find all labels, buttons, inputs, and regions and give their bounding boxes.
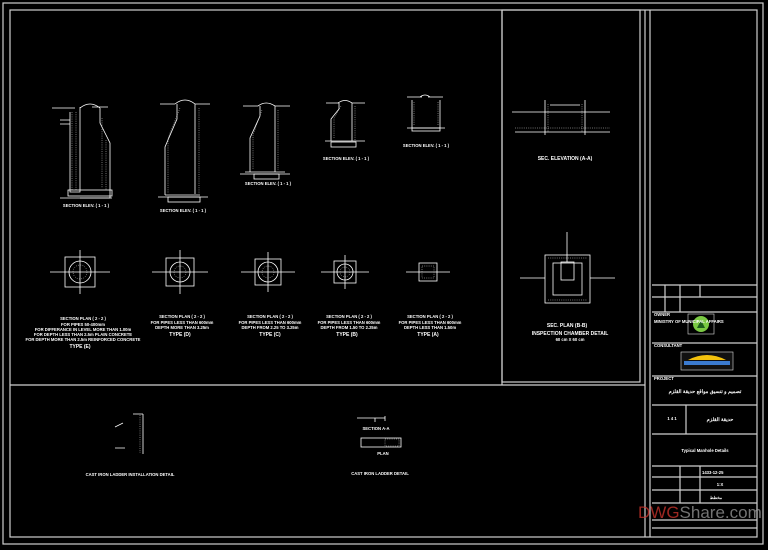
plan-caption-a: SECTION PLAN ( 2 - 2 ) FOR PIPES LESS TH… [399,314,462,338]
plan-title: SECTION PLAN ( 2 - 2 ) [60,316,106,321]
watermark-part1: DWG [638,503,680,522]
chamber-size: 60 cm X 60 cm [556,337,585,342]
manhole-section-type-a [407,94,445,132]
section-title: SECTION ELEV. ( 1 - 1 ) [323,156,370,161]
inspection-panel [501,9,641,383]
plan-type: TYPE (E) [69,344,90,350]
consultant-logo-sun [688,355,726,360]
project-label: PROJECT [654,376,674,381]
plan-note: FOR DEPTH MORE THAN 2.5m REINFORCED CONC… [26,337,141,342]
ladder-plan-label: PLAN [377,451,388,456]
outer-border [2,2,764,545]
plan-type: TYPE (A) [417,332,439,338]
owner-label: OWNER [654,312,670,317]
section-title: SECTION ELEV. ( 1 - 1 ) [63,203,110,208]
elevation-title: SEC. ELEVATION (A-A) [538,156,593,162]
section-title: SECTION ELEV. ( 1 - 1 ) [403,143,450,148]
plan-note: FOR DIFFERANCE IN LEVEL MORE THAN 1.00m [35,327,132,332]
plan-caption-d: SECTION PLAN ( 2 - 2 ) FOR PIPES LESS TH… [151,314,214,338]
plan-note: DEPTH FROM 2.25 TO 3.25m [242,325,299,330]
plan-type: TYPE (C) [259,332,281,338]
plan-note: FOR PIPES LESS THAN 600mm [239,320,302,325]
consultant-logo-band [684,361,730,365]
manhole-plan-type-b [321,255,369,289]
plan-title: SECTION PLAN ( 2 - 2 ) [159,314,205,319]
plan-type: TYPE (D) [169,332,191,338]
manhole-section-type-b [325,100,365,148]
plan-title: SEC. PLAN (B-B) [547,323,588,329]
manhole-plan-type-d [152,250,208,294]
ladder-detail-title: CAST IRON LADDER DETAIL [351,471,409,476]
owner-logo-mark [697,320,705,328]
plan-caption-e: SECTION PLAN ( 2 - 2 ) FOR PIPES 50-400m… [26,316,141,350]
plan-note: FOR PIPES LESS THAN 600mm [151,320,214,325]
drawing-date: 1433-12-25 [702,470,724,475]
project-name: تصميم و تنسيق مواقع حديقة القلزم [669,389,742,395]
drawing-status: مخطط [710,495,722,500]
plan-caption-c: SECTION PLAN ( 2 - 2 ) FOR PIPES LESS TH… [239,314,302,338]
owner-name: MINISTRY OF MUNICIPAL AFFAIRS [654,319,724,324]
owner-logo-frame [687,313,715,335]
inspection-chamber-elevation [512,100,610,135]
plan-title: SECTION PLAN ( 2 - 2 ) [247,314,293,319]
section-title: SECTION ELEV. ( 1 - 1 ) [160,208,207,213]
plan-note: DEPTH LESS THAN 1.50m [404,325,456,330]
section-title: SECTION ELEV. ( 1 - 1 ) [245,181,292,186]
drawing-scale: 1:X [717,482,724,487]
ladder-installation-title: CAST IRON LADDER INSTALLATION DETAIL [86,472,175,477]
inner-border [9,9,758,538]
plan-note: FOR PIPES 50-400mm [61,322,105,327]
watermark: DWGShare.com [638,503,762,523]
plan-note: FOR PIPES LESS THAN 600mm [399,320,462,325]
inspection-chamber-plan [520,232,615,304]
sheet-number: 1 4 1 [667,416,677,421]
ladder-installation-detail [114,413,144,454]
title-block [652,284,757,529]
plan-type: TYPE (B) [336,332,358,338]
plan-title: SECTION PLAN ( 2 - 2 ) [326,314,372,319]
manhole-plan-type-c [241,252,295,292]
manhole-plan-type-e [50,250,110,294]
sheet-name: حديقة القلزم [707,417,734,423]
plan-caption-b: SECTION PLAN ( 2 - 2 ) FOR PIPES LESS TH… [318,314,381,338]
detail-title: INSPECTION CHAMBER DETAIL [532,331,609,337]
ladder-detail [357,416,402,448]
watermark-part2: Share.com [679,503,762,522]
ladder-section-label: SECTION A-A [362,426,389,431]
plan-note: DEPTH MORE THAN 3.25m [155,325,209,330]
plan-title: SECTION PLAN ( 2 - 2 ) [407,314,453,319]
manhole-section-type-d [158,99,210,203]
manhole-section-type-c [240,102,290,180]
consultant-label: CONSULTANT [654,343,683,348]
plan-note: FOR DEPTH LESS THAN 2.5m PLAIN CONCRETE [34,332,132,337]
plan-note: DEPTH FROM 1.50 TO 2.25m [321,325,378,330]
plan-note: FOR PIPES LESS THAN 600mm [318,320,381,325]
manhole-plans [50,250,450,294]
drawing-title: Typical Manhole Details [681,448,729,453]
manhole-section-type-e [52,103,113,199]
manhole-plan-type-a [406,262,450,282]
